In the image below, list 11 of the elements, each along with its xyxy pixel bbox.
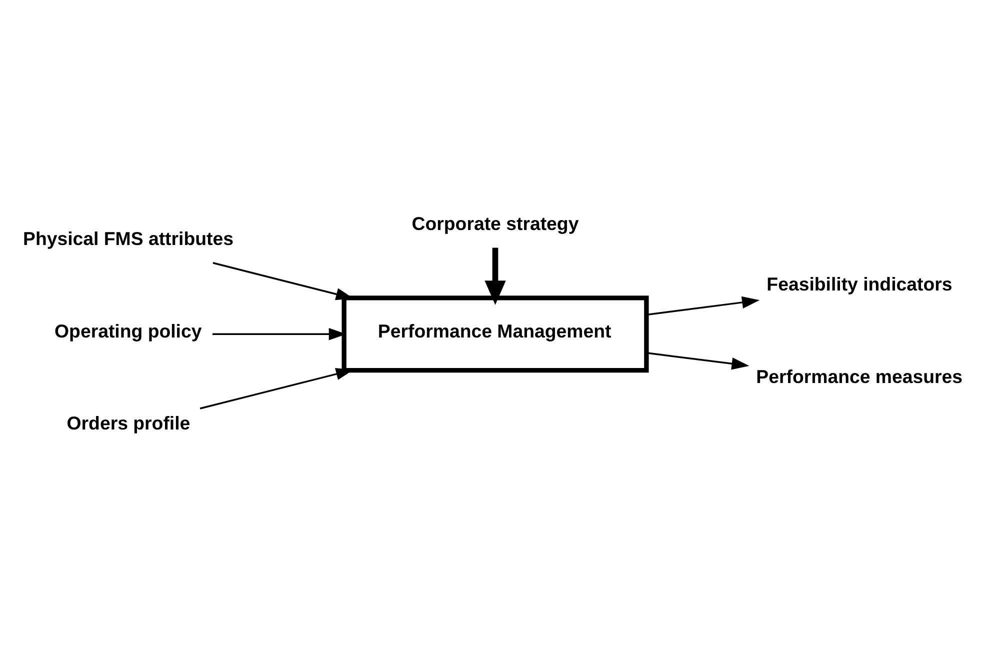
node-text: Orders profile [66,412,190,434]
node-box: Performance Management [342,295,649,372]
arrow [646,296,760,316]
node-text: Performance measures [756,365,963,386]
node-text: Physical FMS attributes [23,228,234,249]
arrow [212,327,346,340]
node-text: Operating policy [54,320,202,341]
arrow [484,247,506,304]
node-text: Feasibility indicators [766,273,952,294]
node-text: Corporate strategy [412,212,579,234]
arrow [646,352,750,370]
